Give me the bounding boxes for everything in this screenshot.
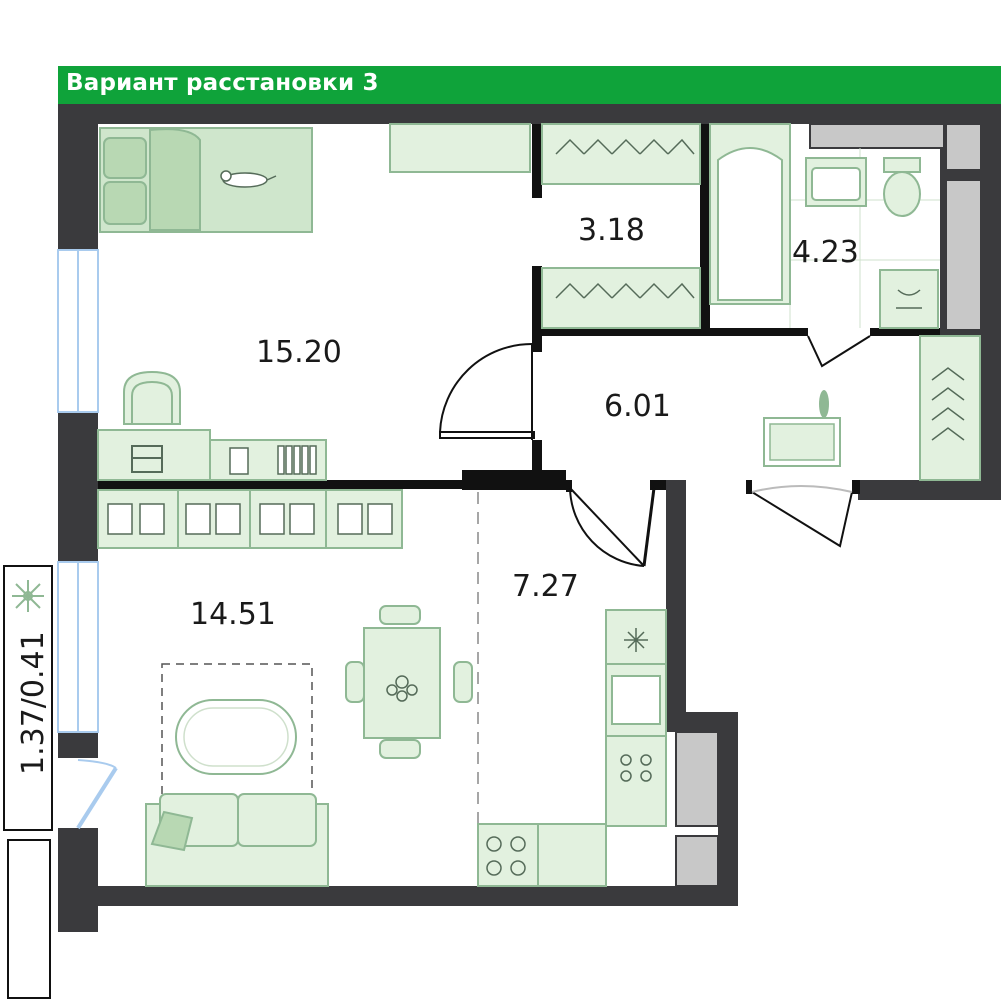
bathroom-area: 4.23 bbox=[792, 235, 859, 270]
rug bbox=[161, 663, 313, 811]
wardrobe-area: 3.18 bbox=[578, 213, 645, 248]
plant-icon bbox=[12, 580, 44, 612]
stove-icon bbox=[486, 836, 526, 876]
wardrobe-top bbox=[541, 123, 701, 185]
toilet bbox=[883, 157, 921, 217]
balcony-door bbox=[58, 758, 118, 830]
hall-area: 6.01 bbox=[604, 389, 671, 424]
printer-icon bbox=[131, 445, 163, 473]
doors bbox=[439, 335, 871, 567]
desk-chair bbox=[123, 370, 181, 425]
kitchen-area: 7.27 bbox=[512, 569, 579, 604]
sink bbox=[805, 157, 867, 207]
burner-icons bbox=[620, 754, 652, 782]
wardrobe-bottom bbox=[541, 267, 701, 329]
bedroom-area: 15.20 bbox=[256, 335, 342, 370]
variant-banner: Вариант расстановки 3 bbox=[58, 66, 1001, 104]
dining-table bbox=[345, 605, 473, 759]
living-wardrobe bbox=[97, 489, 403, 549]
cat-icon bbox=[220, 170, 277, 188]
leaf-icon bbox=[819, 390, 829, 418]
snowflake-icon bbox=[624, 628, 648, 652]
living-area: 14.51 bbox=[190, 597, 276, 632]
bathtub bbox=[709, 123, 791, 305]
books-icon bbox=[229, 445, 317, 475]
dresser bbox=[389, 123, 531, 173]
washing-machine bbox=[879, 269, 939, 329]
hall-wardrobe bbox=[919, 335, 981, 481]
variant-title: Вариант расстановки 3 bbox=[66, 70, 379, 96]
interior-walls bbox=[98, 124, 940, 494]
flowers-icon bbox=[386, 675, 418, 702]
kitchen-counter bbox=[477, 609, 667, 887]
doormat bbox=[763, 417, 841, 467]
utility-shafts bbox=[675, 123, 982, 887]
desk bbox=[97, 429, 327, 481]
sofa bbox=[145, 793, 329, 887]
balcony-area-label: 1.37/0.41 bbox=[16, 631, 51, 775]
balcony: 1.37/0.41 bbox=[3, 565, 53, 999]
windows bbox=[57, 249, 99, 733]
bed bbox=[99, 127, 313, 233]
outer-walls bbox=[58, 104, 1001, 932]
